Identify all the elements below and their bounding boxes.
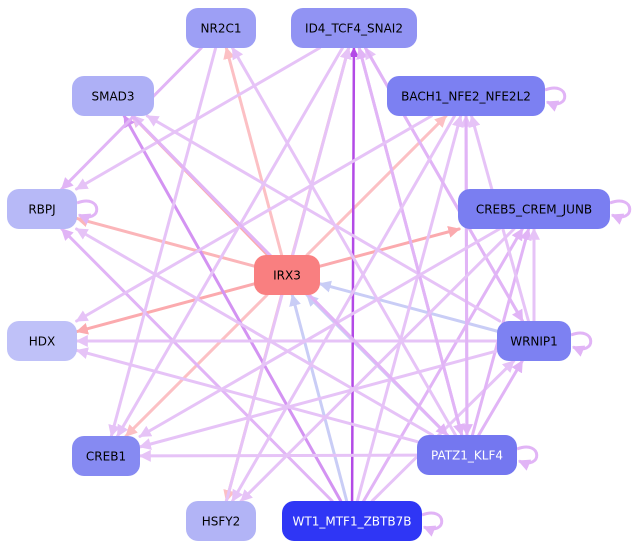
edge-wrnip1-to-smad3 — [145, 114, 502, 323]
edge-nr2c1-to-creb1 — [108, 46, 218, 438]
edge-patz1-klf4-to-hdx — [75, 347, 419, 444]
node-box[interactable] — [387, 76, 545, 116]
edge-creb5-crem-junb-to-creb5-crem-junb — [609, 199, 632, 225]
node-label: ID4_TCF4_SNAI2 — [305, 22, 403, 36]
node-label: CREB5_CREM_JUNB — [476, 203, 592, 217]
edge-rbpj-to-rbpj — [76, 199, 99, 225]
node-label: CREB1 — [86, 450, 126, 464]
node-box[interactable] — [417, 435, 517, 475]
edge-wt1-mtf1-zbtb7b-to-id4-tcf4-snai2 — [348, 46, 359, 503]
edge-id4-tcf4-snai2-to-patz1-klf4 — [357, 46, 465, 437]
edge-irx3-to-bach1-nfe2-nfe2l2 — [305, 114, 448, 257]
node-box[interactable] — [254, 255, 320, 295]
node-hsfy2[interactable]: HSFY2 — [186, 501, 256, 541]
node-label: PATZ1_KLF4 — [431, 449, 503, 463]
node-label: HDX — [29, 335, 55, 349]
node-box[interactable] — [497, 321, 571, 361]
edge-irx3-to-nr2c1 — [223, 46, 284, 257]
edge-nr2c1-to-rbpj — [60, 46, 203, 191]
edge-wrnip1-to-wrnip1 — [570, 331, 593, 357]
edge-bach1-nfe2-nfe2l2-to-hsfy2 — [231, 114, 456, 503]
node-box[interactable] — [72, 436, 140, 476]
node-box[interactable] — [7, 321, 77, 361]
edge-wt1-mtf1-zbtb7b-to-wt1-mtf1-zbtb7b — [421, 511, 444, 537]
edge-irx3-to-creb5-crem-junb — [318, 225, 461, 268]
edge-patz1-klf4-to-patz1-klf4 — [516, 445, 539, 471]
node-smad3[interactable]: SMAD3 — [72, 76, 154, 116]
node-label: BACH1_NFE2_NFE2L2 — [401, 90, 531, 104]
node-label: SMAD3 — [91, 90, 134, 104]
node-box[interactable] — [72, 76, 154, 116]
node-box[interactable] — [458, 189, 610, 229]
edge-creb5-crem-junb-to-creb1 — [138, 227, 501, 438]
edge-bach1-nfe2-nfe2l2-to-hdx — [75, 114, 433, 323]
node-patz1-klf4[interactable]: PATZ1_KLF4 — [417, 435, 517, 475]
edge-irx3-to-hdx — [75, 282, 256, 335]
node-label: HSFY2 — [202, 515, 241, 529]
node-label: WRNIP1 — [510, 335, 558, 349]
edge-patz1-klf4-to-wrnip1 — [477, 359, 524, 437]
node-label: WT1_MTF1_ZBTB7B — [293, 515, 412, 529]
edge-patz1-klf4-to-rbpj — [75, 227, 434, 437]
node-rbpj[interactable]: RBPJ — [7, 189, 77, 229]
node-box[interactable] — [282, 501, 422, 541]
node-wt1-mtf1-zbtb7b[interactable]: WT1_MTF1_ZBTB7B — [282, 501, 422, 541]
edge-id4-tcf4-snai2-to-rbpj — [74, 46, 322, 191]
node-creb5-crem-junb[interactable]: CREB5_CREM_JUNB — [458, 189, 610, 229]
node-label: IRX3 — [273, 269, 301, 283]
edges-layer — [60, 46, 632, 537]
node-nr2c1[interactable]: NR2C1 — [186, 8, 256, 48]
node-box[interactable] — [7, 189, 77, 229]
edge-wt1-mtf1-zbtb7b-to-bach1-nfe2-nfe2l2 — [355, 114, 464, 503]
edge-patz1-klf4-to-nr2c1 — [231, 46, 457, 437]
node-box[interactable] — [186, 501, 256, 541]
node-box[interactable] — [186, 8, 256, 48]
node-creb1[interactable]: CREB1 — [72, 436, 140, 476]
edge-irx3-to-rbpj — [75, 215, 256, 268]
node-hdx[interactable]: HDX — [7, 321, 77, 361]
edge-bach1-nfe2-nfe2l2-to-bach1-nfe2-nfe2l2 — [544, 86, 567, 112]
node-bach1-nfe2-nfe2l2[interactable]: BACH1_NFE2_NFE2L2 — [387, 76, 545, 116]
node-irx3[interactable]: IRX3 — [254, 255, 320, 295]
edge-id4-tcf4-snai2-to-creb1 — [116, 46, 344, 438]
edge-wrnip1-to-creb1 — [138, 349, 499, 450]
node-id4-tcf4-snai2[interactable]: ID4_TCF4_SNAI2 — [291, 8, 417, 48]
node-label: NR2C1 — [201, 22, 242, 36]
node-label: RBPJ — [28, 203, 55, 217]
node-box[interactable] — [291, 8, 417, 48]
node-wrnip1[interactable]: WRNIP1 — [497, 321, 571, 361]
edge-patz1-klf4-to-creb1 — [138, 449, 419, 462]
